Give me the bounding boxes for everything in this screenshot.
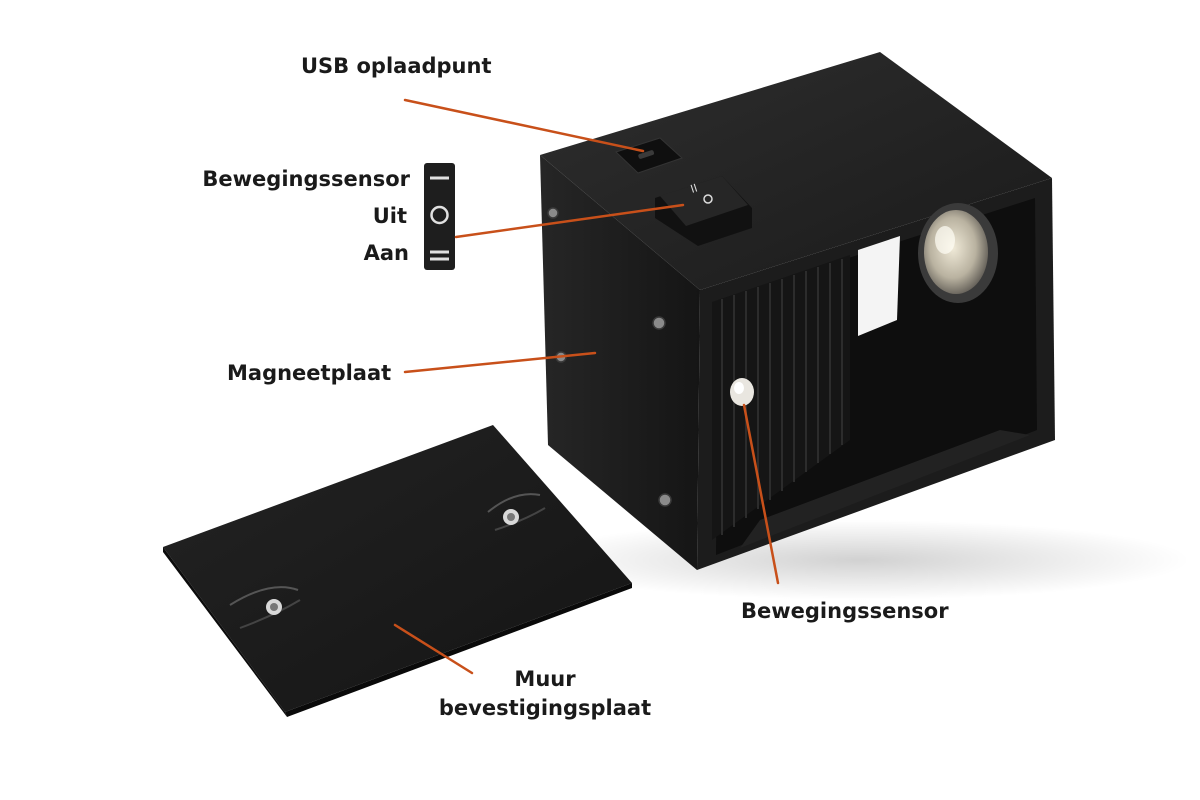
- circle-icon: [430, 205, 449, 225]
- magnet-leader: [403, 351, 597, 374]
- wall-mounting-plate: [163, 425, 632, 717]
- leader-lines: [393, 98, 780, 675]
- switch-on-label: Aan: [363, 241, 409, 265]
- sensor-leader: [742, 403, 780, 585]
- usb-leader: [403, 98, 645, 153]
- inner-floor: [740, 430, 1030, 548]
- led-lens: [918, 203, 998, 303]
- magnet-plate-label: Magneetplaat: [227, 361, 392, 385]
- back-window: [858, 236, 900, 336]
- double-dash-icon: [430, 250, 449, 261]
- motion-sensor-dome: [730, 378, 754, 406]
- plate-keyhole-2: [487, 493, 546, 531]
- switch-leader: [454, 203, 685, 239]
- switch-off-label: Uit: [372, 204, 407, 228]
- rocker-switch: II: [655, 176, 752, 246]
- motion-sensor-label: Bewegingssensor: [741, 599, 949, 623]
- housing-side: [540, 155, 700, 570]
- plate-leader: [393, 623, 474, 675]
- svg-text:II: II: [689, 181, 699, 195]
- wall-plate-label-line2: bevestigingsplaat: [438, 696, 652, 720]
- plate-keyhole-1: [229, 586, 301, 629]
- wall-plate-label: Muur bevestigingsplaat: [400, 666, 690, 721]
- switch-motion-label: Bewegingssensor: [202, 167, 410, 191]
- switch-legend-panel: [424, 163, 455, 270]
- usb-charging-label: USB oplaadpunt: [301, 54, 492, 78]
- wall-plate-label-line1: Muur: [514, 667, 576, 691]
- housing-top: [540, 52, 1052, 290]
- usb-port: [615, 137, 683, 174]
